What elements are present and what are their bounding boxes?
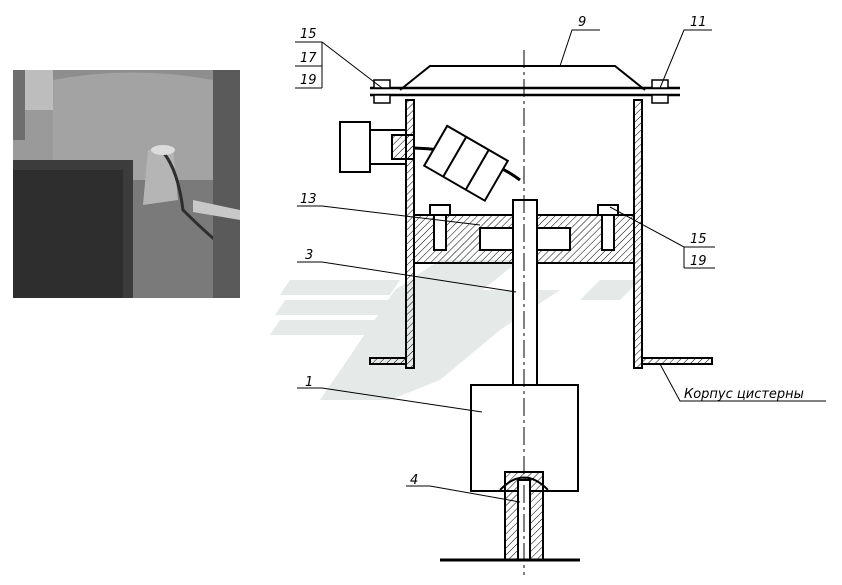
label-17: 17 bbox=[300, 51, 317, 66]
label-4: 4 bbox=[410, 473, 418, 488]
label-13: 13 bbox=[300, 192, 317, 207]
body-caption: Корпус цистерны bbox=[684, 387, 804, 402]
label-1: 1 bbox=[305, 375, 313, 390]
label-9: 9 bbox=[578, 15, 586, 30]
photo-illustration bbox=[13, 70, 240, 298]
label-19b: 19 bbox=[690, 254, 707, 269]
label-11: 11 bbox=[690, 15, 707, 30]
tank-body-plate bbox=[369, 357, 713, 365]
label-3: 3 bbox=[305, 248, 313, 263]
label-15b: 15 bbox=[690, 232, 707, 247]
photo-inset bbox=[13, 70, 240, 298]
label-15a: 15 bbox=[300, 27, 317, 42]
flange-bolts bbox=[373, 79, 669, 104]
leader-lines bbox=[295, 29, 826, 503]
rod-3 bbox=[512, 199, 538, 386]
label-19a: 19 bbox=[300, 73, 317, 88]
cable-gland bbox=[339, 121, 521, 182]
connector bbox=[422, 124, 510, 203]
cover-9 bbox=[370, 65, 680, 97]
watermark-logo bbox=[270, 260, 640, 400]
